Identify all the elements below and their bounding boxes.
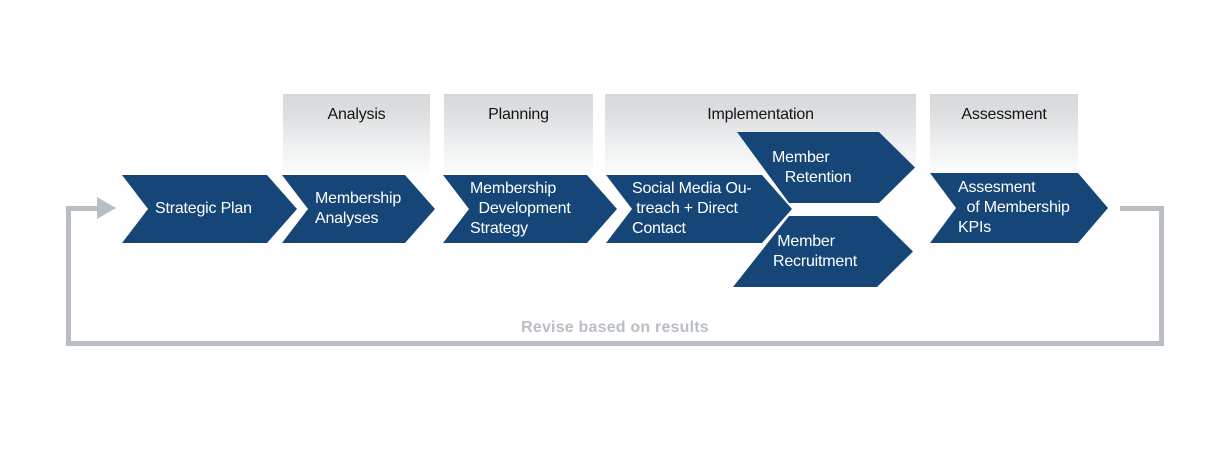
phase-header-planning-label: Planning: [488, 106, 549, 123]
step-member-retention-label: Member Retention: [772, 148, 852, 186]
phase-header-implementation-label: Implementation: [707, 106, 814, 123]
feedback-loop-left-vertical: [66, 206, 71, 346]
step-strategic-plan-label: Strategic Plan: [155, 200, 252, 217]
feedback-loop-arrowhead-icon: [97, 197, 116, 219]
step-social-media-outreach-label: Social Media Ou- treach + Direct Contact: [632, 180, 752, 237]
feedback-loop-right-vertical: [1159, 206, 1164, 346]
step-member-recruitment-label: Member Recruitment: [773, 232, 858, 270]
phase-header-assessment-label: Assessment: [961, 106, 1047, 123]
step-membership-analyses: Membership Analyses: [282, 175, 435, 243]
step-membership-development-strategy: Membership Development Strategy: [443, 175, 617, 243]
step-membership-analyses-label: Membership Analyses: [315, 190, 402, 227]
phase-header-analysis-label: Analysis: [327, 106, 386, 123]
phase-header-analysis: Analysis: [283, 94, 430, 173]
phase-header-assessment: Assessment: [930, 94, 1078, 173]
step-assessment-of-membership-kpis-label: Assesment of Membership KPIs: [958, 179, 1070, 236]
feedback-loop-bottom-line: [66, 341, 1164, 346]
step-membership-development-strategy-label: Membership Development Strategy: [470, 180, 571, 237]
feedback-loop-right-stub: [1120, 206, 1164, 211]
revise-label: Revise based on results: [521, 319, 709, 336]
feedback-loop-left-shaft: [66, 206, 98, 211]
phase-header-planning: Planning: [444, 94, 593, 173]
step-assessment-of-membership-kpis: Assesment of Membership KPIs: [930, 173, 1108, 243]
step-social-media-outreach: Social Media Ou- treach + Direct Contact: [606, 175, 792, 243]
step-strategic-plan: Strategic Plan: [122, 175, 297, 243]
